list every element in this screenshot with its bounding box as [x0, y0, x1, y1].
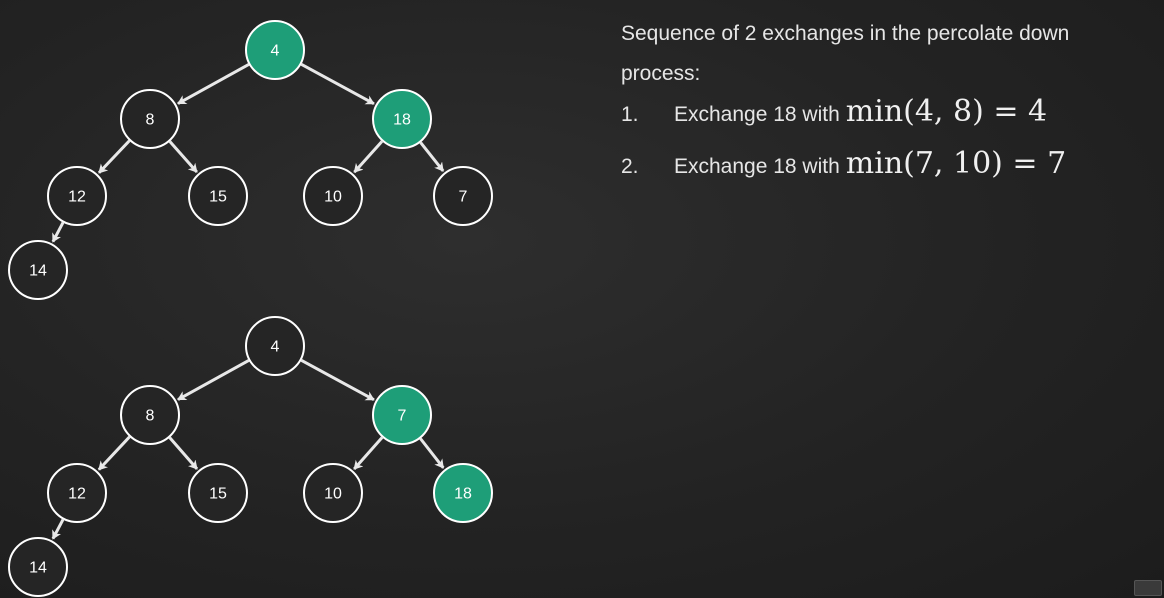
node-label: 14 — [29, 560, 47, 577]
heap-node: 4 — [245, 316, 305, 376]
node-label: 10 — [324, 486, 342, 503]
node-circle — [120, 385, 180, 445]
node-circle — [8, 240, 68, 300]
heap-node-highlighted: 18 — [433, 463, 493, 523]
node-circle — [303, 166, 363, 226]
node-circle — [188, 166, 248, 226]
heap-node: 12 — [47, 463, 107, 523]
step-formula: min(4, 8) = 4 — [845, 94, 1048, 129]
tree-edge-arrow — [168, 436, 199, 470]
node-circle — [47, 463, 107, 523]
explanation-panel: Sequence of 2 exchanges in the percolate… — [621, 14, 1151, 198]
heap-diagram: 4 8 18 12 15 10 7 14 4 8 7 12 15 10 18 14 — [8, 20, 493, 597]
heap-node-highlighted: 18 — [372, 89, 432, 149]
heap-node: 10 — [303, 463, 363, 523]
explanation-intro: Sequence of 2 exchanges in the percolate… — [621, 22, 1070, 85]
node-circle — [47, 166, 107, 226]
node-label: 4 — [271, 43, 280, 60]
node-circle — [8, 537, 68, 597]
tree-edge-arrow — [419, 437, 445, 469]
node-label: 18 — [393, 112, 411, 129]
node-label: 8 — [146, 408, 155, 425]
tree-edge-arrow — [177, 63, 250, 105]
tree-edge-arrow — [51, 221, 65, 243]
exchange-step: 1. Exchange 18 with min(4, 8) = 4 — [621, 94, 1151, 146]
heap-node: 7 — [433, 166, 493, 226]
heap-tree-before: 4 8 18 12 15 10 7 14 — [8, 20, 493, 300]
node-label: 4 — [271, 339, 280, 356]
tree-edge-arrow — [353, 436, 384, 471]
node-label: 14 — [29, 263, 47, 280]
node-circle — [433, 463, 493, 523]
node-label: 7 — [459, 189, 468, 206]
heap-node: 8 — [120, 385, 180, 445]
node-label: 15 — [209, 189, 227, 206]
node-label: 7 — [398, 408, 407, 425]
node-label: 12 — [68, 486, 86, 503]
heap-node: 10 — [303, 166, 363, 226]
heap-node: 8 — [120, 89, 180, 149]
step-text: Exchange 18 with — [674, 103, 840, 126]
heap-node-highlighted: 4 — [245, 20, 305, 80]
node-label: 12 — [68, 189, 86, 206]
heap-tree-after: 4 8 7 12 15 10 18 14 — [8, 316, 493, 597]
tree-edge-arrow — [168, 140, 198, 174]
node-circle — [245, 316, 305, 376]
tree-edge-arrow — [419, 141, 445, 172]
tree-edge-arrow — [51, 518, 65, 540]
tree-edge-arrow — [353, 140, 384, 174]
tree-edge-arrow — [177, 359, 250, 401]
node-label: 15 — [209, 486, 227, 503]
node-circle — [303, 463, 363, 523]
node-circle — [372, 89, 432, 149]
node-label: 18 — [454, 486, 472, 503]
exchange-steps: 1. Exchange 18 with min(4, 8) = 4 2. Exc… — [621, 94, 1151, 198]
tree-edge-arrow — [300, 359, 375, 402]
heap-node: 15 — [188, 463, 248, 523]
node-circle — [433, 166, 493, 226]
exchange-step: 2. Exchange 18 with min(7, 10) = 7 — [621, 146, 1151, 198]
tree-edge-arrow — [97, 435, 131, 471]
step-number: 1. — [621, 103, 639, 126]
heap-node-highlighted: 7 — [372, 385, 432, 445]
step-formula: min(7, 10) = 7 — [845, 146, 1067, 181]
heap-node: 15 — [188, 166, 248, 226]
node-circle — [188, 463, 248, 523]
node-label: 10 — [324, 189, 342, 206]
corner-logo-icon — [1134, 580, 1162, 596]
heap-node: 12 — [47, 166, 107, 226]
step-text: Exchange 18 with — [674, 155, 840, 178]
tree-edge-arrow — [300, 63, 375, 106]
node-circle — [120, 89, 180, 149]
tree-edge-arrow — [97, 139, 131, 174]
heap-node: 14 — [8, 240, 68, 300]
node-label: 8 — [146, 112, 155, 129]
node-circle — [245, 20, 305, 80]
step-number: 2. — [621, 155, 639, 178]
heap-node: 14 — [8, 537, 68, 597]
node-circle — [372, 385, 432, 445]
